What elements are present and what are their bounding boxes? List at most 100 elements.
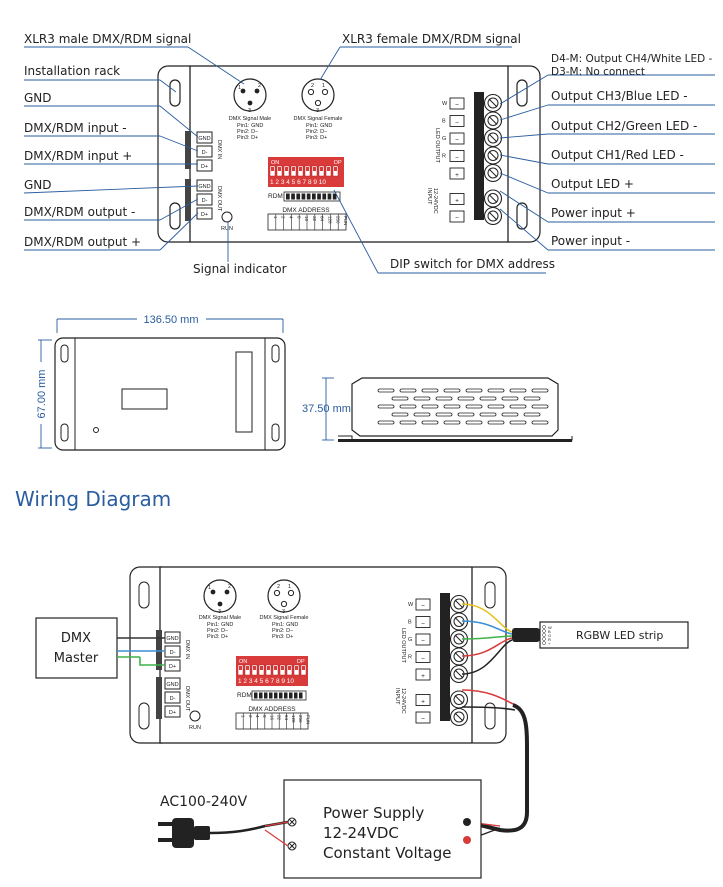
svg-text:+: + xyxy=(421,699,425,706)
svg-text:−: − xyxy=(455,215,459,222)
label-dmx-output-minus: DMX/RDM output - xyxy=(24,205,135,219)
svg-text:DMX OUT: DMX OUT xyxy=(184,686,190,712)
label-ch3: Output CH3/Blue LED - xyxy=(551,89,688,103)
xlr-male-connector xyxy=(233,78,267,112)
svg-text:Pin2: D−: Pin2: D− xyxy=(207,628,228,634)
address-weight: 128 xyxy=(328,216,333,224)
label-led-plus: Output LED + xyxy=(551,177,634,191)
svg-text:Pin3: D+: Pin3: D+ xyxy=(207,634,228,640)
svg-text:RUN: RUN xyxy=(189,725,201,731)
label-power-plus: Power input + xyxy=(551,206,636,220)
svg-text:2: 2 xyxy=(258,83,261,89)
label-ch2: Output CH2/Green LED - xyxy=(551,119,697,133)
address-weight: 16 xyxy=(304,216,309,222)
svg-text:DP: DP xyxy=(334,160,342,166)
svg-text:12-24VDC: 12-24VDC xyxy=(432,188,438,214)
svg-text:2: 2 xyxy=(228,584,231,590)
dim-width: 136.50 mm xyxy=(143,314,198,326)
strip-pin-label: W xyxy=(548,625,552,630)
female-pin3: Pin3: D+ xyxy=(306,135,327,141)
svg-text:GND: GND xyxy=(166,682,178,688)
female-pin2: Pin2: D− xyxy=(306,129,327,135)
svg-text:Pin1: GND: Pin1: GND xyxy=(272,622,298,628)
svg-text:Pin2: D−: Pin2: D− xyxy=(272,628,293,634)
svg-text:Pin3: D+: Pin3: D+ xyxy=(272,634,293,640)
address-weight: FUN xyxy=(343,216,348,225)
svg-text:W: W xyxy=(408,602,414,608)
svg-text:D-: D- xyxy=(202,150,208,156)
wiring-title: Wiring Diagram xyxy=(15,487,171,511)
dmx-master: DMX Master xyxy=(35,617,118,679)
svg-text:12-24VDC: 12-24VDC xyxy=(400,688,406,714)
ac-plug: AC100-240V xyxy=(158,794,289,848)
strip-pin-label: R xyxy=(548,637,551,642)
svg-text:2: 2 xyxy=(311,83,314,89)
svg-text:−: − xyxy=(455,137,459,144)
dim-height: 67.00 mm xyxy=(36,370,48,419)
dimension-lines xyxy=(38,318,334,449)
svg-text:G: G xyxy=(408,637,412,643)
svg-text:DMX: DMX xyxy=(61,631,91,646)
svg-text:DMX Signal Female: DMX Signal Female xyxy=(260,615,309,621)
output-terminal-block: LED OUTPUT INPUT 12-24VDC −W−B−G−R++− xyxy=(426,92,503,226)
female-title: DMX Signal Female xyxy=(294,116,343,122)
svg-text:D+: D+ xyxy=(201,212,208,218)
address-weight: 2 xyxy=(281,216,286,219)
callout-labels: XLR3 male DMX/RDM signal Installation ra… xyxy=(24,32,713,276)
strip-pin-label: + xyxy=(548,641,551,646)
address-weight: 8 xyxy=(296,216,301,219)
svg-text:ON: ON xyxy=(271,160,279,166)
address-weight: 64 xyxy=(320,216,325,222)
svg-text:−: − xyxy=(421,716,425,723)
svg-text:3: 3 xyxy=(316,108,319,114)
svg-text:D-: D- xyxy=(170,696,176,702)
run-label: RUN xyxy=(221,226,233,232)
svg-text:+: + xyxy=(455,198,459,205)
svg-text:R: R xyxy=(408,655,412,661)
svg-text:1 2 3 4 5 6 7 8 9 10: 1 2 3 4 5 6 7 8 9 10 xyxy=(238,678,294,685)
svg-text:LED OUTPUT: LED OUTPUT xyxy=(400,628,406,663)
svg-text:1: 1 xyxy=(322,83,325,89)
svg-text:GND: GND xyxy=(198,184,210,190)
svg-text:2: 2 xyxy=(277,584,280,590)
dmx-in-terminals: GND D- D+ DMX IN xyxy=(196,131,222,172)
label-installation-rack: Installation rack xyxy=(24,64,120,78)
label-dmx-input-plus: DMX/RDM input + xyxy=(24,149,132,163)
power-supply: Power Supply 12-24VDC Constant Voltage xyxy=(283,779,482,879)
svg-text:DP: DP xyxy=(297,659,305,665)
svg-text:3: 3 xyxy=(282,609,285,615)
svg-text:D+: D+ xyxy=(169,710,176,716)
svg-text:AC100-240V: AC100-240V xyxy=(160,794,248,810)
svg-text:Constant Voltage: Constant Voltage xyxy=(323,844,451,862)
address-weight: 256 xyxy=(335,216,340,224)
svg-text:1: 1 xyxy=(288,584,291,590)
rack-hole xyxy=(516,202,528,230)
svg-text:B: B xyxy=(442,119,446,125)
address-weight: 4 xyxy=(289,216,294,219)
side-view-outline xyxy=(338,377,573,442)
svg-text:LED OUTPUT: LED OUTPUT xyxy=(434,128,440,163)
strip-pin-label: B xyxy=(548,629,551,634)
svg-text:DMX IN: DMX IN xyxy=(184,640,190,659)
svg-text:−: − xyxy=(455,155,459,162)
top-view-outline xyxy=(54,337,286,451)
label-dmx-input-minus: DMX/RDM input - xyxy=(24,121,127,135)
run-led xyxy=(221,211,233,223)
label-dmx-output-plus: DMX/RDM output + xyxy=(24,235,141,249)
svg-text:DMX ADDRESS: DMX ADDRESS xyxy=(248,706,296,713)
svg-text:DMX OUT: DMX OUT xyxy=(216,186,222,212)
svg-text:−: − xyxy=(421,621,425,628)
svg-text:Master: Master xyxy=(54,651,99,666)
dim-depth: 37.50 mm xyxy=(302,403,351,415)
male-pin1: Pin1: GND xyxy=(237,123,263,129)
svg-text:DMX IN: DMX IN xyxy=(216,140,222,159)
svg-text:−: − xyxy=(421,603,425,610)
svg-text:−: − xyxy=(421,638,425,645)
female-pin1: Pin1: GND xyxy=(306,123,332,129)
leader-lines xyxy=(23,46,715,274)
dmx-wires xyxy=(117,637,165,666)
